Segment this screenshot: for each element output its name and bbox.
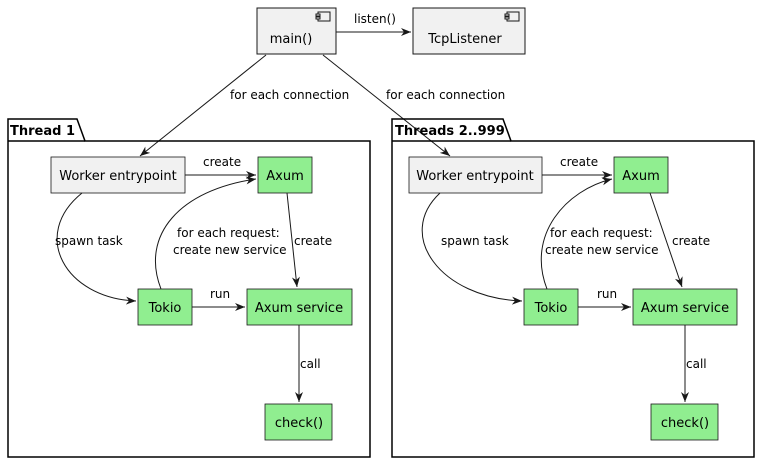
edge-for-each-request-label-1: for each request: <box>550 226 653 240</box>
edge-create-service-label: create <box>672 234 710 248</box>
edge-create-axum: create <box>542 155 612 179</box>
axum-service-node: Axum service <box>246 288 353 326</box>
edge-for-each-request: for each request: create new service <box>155 176 287 290</box>
edge-connection-left: for each connection <box>139 54 349 157</box>
check-label: check() <box>661 416 709 431</box>
tcplistener-component: TcpListener <box>412 7 526 55</box>
tokio-node: Tokio <box>137 288 193 326</box>
edge-for-each-request: for each request: create new service <box>540 177 659 290</box>
edge-call-label: call <box>686 357 707 371</box>
edge-connection-right-label: for each connection <box>386 88 505 102</box>
edge-for-each-request-label-2: create new service <box>173 243 287 257</box>
edge-run: run <box>578 287 631 311</box>
main-component: main() <box>256 7 337 55</box>
edge-listen: listen() <box>336 12 411 36</box>
axum-node: Axum <box>613 156 669 194</box>
main-label: main() <box>270 32 313 47</box>
edge-create-service-label: create <box>294 234 332 248</box>
edge-for-each-request-label-2: create new service <box>545 243 659 257</box>
edge-run-label: run <box>597 287 617 301</box>
component-icon <box>504 11 520 22</box>
edge-for-each-request-label-1: for each request: <box>177 226 280 240</box>
check-label: check() <box>275 416 323 431</box>
worker-entrypoint-node: Worker entrypoint <box>50 156 186 194</box>
edge-create-axum-label: create <box>203 155 241 169</box>
edge-run: run <box>192 287 245 311</box>
edge-call-label: call <box>300 357 321 371</box>
axum-service-label: Axum service <box>255 301 343 316</box>
axum-label: Axum <box>266 169 304 184</box>
component-icon <box>315 11 331 22</box>
edge-create-axum-label: create <box>560 155 598 169</box>
axum-node: Axum <box>257 156 313 194</box>
edge-listen-label: listen() <box>354 12 396 26</box>
axum-label: Axum <box>622 169 660 184</box>
edge-create-axum: create <box>185 155 256 179</box>
tokio-label: Tokio <box>534 301 568 316</box>
thread-title: Threads 2..999 <box>395 124 505 139</box>
axum-service-node: Axum service <box>632 288 738 326</box>
edge-create-service: create <box>649 192 710 288</box>
axum-service-label: Axum service <box>641 301 729 316</box>
check-node: check() <box>650 403 719 441</box>
worker-entrypoint-label: Worker entrypoint <box>59 169 176 184</box>
tokio-node: Tokio <box>523 288 579 326</box>
thread-package-2: Threads 2..999 Worker entrypoint Axum To… <box>391 118 755 458</box>
thread-title: Thread 1 <box>10 124 75 139</box>
edge-connection-left-label: for each connection <box>230 88 349 102</box>
edge-spawn-task-label: spawn task <box>55 234 123 248</box>
check-node: check() <box>264 403 333 441</box>
tokio-label: Tokio <box>148 301 182 316</box>
edge-spawn-task-label: spawn task <box>441 234 509 248</box>
edge-create-service: create <box>286 192 332 288</box>
edge-call: call <box>681 325 707 402</box>
edge-spawn-task: spawn task <box>421 192 523 305</box>
tcplistener-label: TcpListener <box>427 32 502 47</box>
worker-entrypoint-label: Worker entrypoint <box>416 169 533 184</box>
edge-connection-right: for each connection <box>322 54 505 157</box>
edge-call: call <box>295 325 321 402</box>
edge-spawn-task: spawn task <box>55 192 137 305</box>
thread-package-1: Thread 1 Worker entrypoint Axum Tokio Ax… <box>7 118 371 458</box>
worker-entrypoint-node: Worker entrypoint <box>408 156 543 194</box>
edge-run-label: run <box>210 287 230 301</box>
